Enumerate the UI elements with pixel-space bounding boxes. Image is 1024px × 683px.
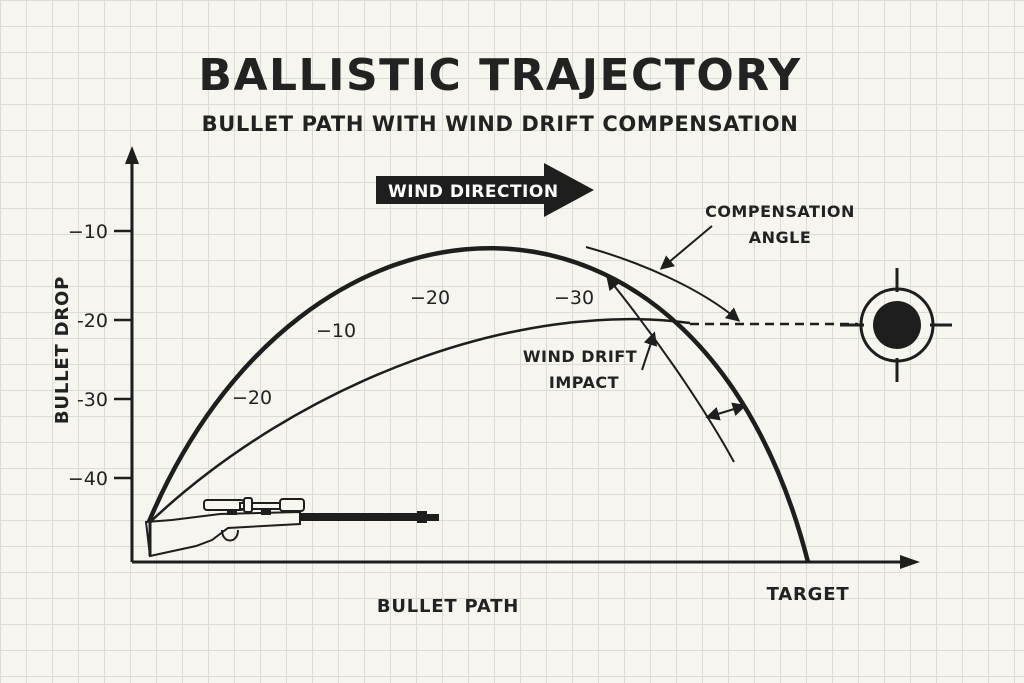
compensation-pointer-arrow — [659, 225, 713, 270]
compensation-label-line2: ANGLE — [749, 228, 812, 247]
compensation-label-line1: COMPENSATION — [705, 202, 855, 221]
target-reticle-icon — [840, 268, 952, 382]
x-axis-arrow-icon — [900, 555, 920, 569]
y-tick-label: −40 — [68, 468, 108, 490]
y-axis-title: BULLET DROP — [52, 276, 73, 424]
y-tick-label: −10 — [68, 221, 108, 243]
curve-label: −20 — [232, 387, 272, 409]
drift-pointer-arrow — [641, 331, 658, 371]
page-title: BALLISTIC TRAJECTORY — [198, 50, 801, 101]
wind-drift-curve — [606, 275, 735, 463]
compensation-arc-arrow — [585, 246, 741, 322]
wind-direction-arrow-icon — [376, 163, 594, 217]
inner-trajectory-curve — [147, 317, 691, 525]
y-tick-label: -20 — [77, 310, 108, 332]
curve-label: −10 — [316, 320, 356, 342]
wind-drift-label-line2: IMPACT — [549, 373, 619, 392]
wind-direction-label: WIND DIRECTION — [388, 182, 559, 202]
curve-label: −20 — [410, 287, 450, 309]
x-axis-title: BULLET PATH — [377, 596, 519, 617]
curve-label: −30 — [554, 287, 594, 309]
rifle-icon — [144, 497, 439, 558]
wind-drift-label-line1: WIND DRIFT — [523, 347, 637, 366]
target-label: TARGET — [767, 584, 850, 605]
page-subtitle: BULLET PATH WITH WIND DRIFT COMPENSATION — [202, 112, 799, 136]
drift-measure-arrow — [705, 402, 747, 421]
y-axis-arrow-icon — [125, 146, 139, 164]
y-tick-label: -30 — [77, 389, 108, 411]
